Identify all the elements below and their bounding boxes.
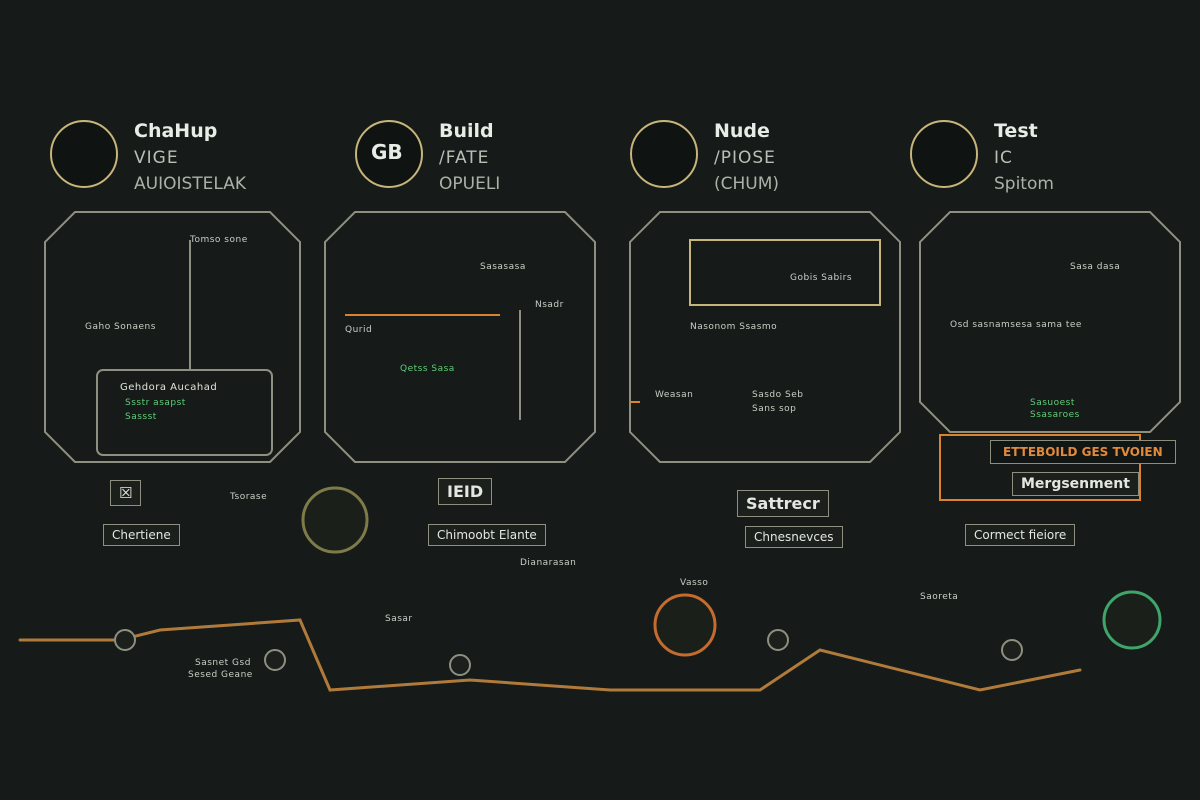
inner-line: Ssstr asapst	[125, 398, 186, 408]
panel-label: Gaho Sonaens	[85, 322, 156, 332]
badge: ETTEBOILD GES TVOIEN	[990, 440, 1176, 464]
column-header-nude: Nude /PIOSE (CHUM)	[630, 112, 890, 202]
column-caption: AUIOISTELAK	[134, 174, 247, 194]
inner-title: Gehdora Aucahad	[120, 382, 218, 393]
inner-line: Sasdo Seb	[752, 390, 804, 400]
chain-nodes	[114, 629, 1023, 676]
column-subtitle: /FATE	[439, 148, 490, 168]
column-header-chahup: ChaHup VIGE AUIOISTELAK	[50, 112, 310, 202]
target-icon	[910, 120, 978, 188]
column-title: Test	[994, 120, 1038, 142]
footer-label: Sasar	[385, 614, 413, 624]
panel-label: Osd sasnamsesa sama tee	[950, 320, 1082, 330]
panel-nude	[629, 211, 901, 463]
inner-line: Ssasaroes	[1030, 410, 1080, 420]
footer-label: Sasnet Gsd	[195, 658, 251, 668]
column-title: ChaHup	[134, 120, 218, 142]
emblem-left	[301, 486, 369, 554]
side-label: Dianarasan	[520, 558, 577, 568]
inner-title: Weasan	[655, 390, 694, 400]
column-caption: OPUELI	[439, 174, 501, 194]
panel-top-right-label: Sasa dasa	[1070, 262, 1121, 272]
inner-title: Qurid	[345, 325, 373, 335]
column-subtitle: IC	[994, 148, 1013, 168]
inner-line: Sassst	[125, 412, 157, 422]
column-header-build: GB Build /FATE OPUELI	[355, 112, 615, 202]
gb-badge-icon: GB	[355, 120, 423, 188]
column-caption: Spitom	[994, 174, 1054, 194]
side-label: Tsorase	[230, 492, 268, 502]
mascot-icon	[50, 120, 118, 188]
column-title: Nude	[714, 120, 770, 142]
node-label[interactable]: Chnesnevces	[745, 526, 843, 548]
connector-chain	[18, 618, 1082, 692]
column-header-test: Test IC Spitom	[910, 112, 1170, 202]
panel-top-right-label: Gobis Sabirs	[790, 273, 853, 283]
column-caption: (CHUM)	[714, 174, 780, 194]
footer-label: Saoreta	[920, 592, 959, 602]
panel-test	[919, 211, 1181, 501]
panel-top-right-label: Sasasasa	[480, 262, 526, 272]
inner-title: Sasuoest	[1030, 398, 1075, 408]
node-label[interactable]: Chimoobt Elante	[428, 524, 546, 546]
badge: Sattrecr	[737, 490, 829, 517]
avatar-text: GB	[371, 140, 403, 164]
panel-label: Nsadr	[535, 300, 564, 310]
panel-chahup	[44, 211, 301, 463]
badge: IEID	[438, 478, 493, 505]
figure-icon	[630, 120, 698, 188]
node-label[interactable]: Chertiene	[103, 524, 180, 546]
column-subtitle: /PIOSE	[714, 148, 776, 168]
column-subtitle: VIGE	[134, 148, 179, 168]
emblem-right	[1102, 590, 1162, 650]
emblem-mid	[653, 593, 717, 657]
column-title: Build	[439, 120, 494, 142]
panel-top-right-label: Tomso sone	[190, 235, 248, 245]
panel-label: Nasonom Ssasmo	[690, 322, 778, 332]
badge: ☒	[110, 480, 142, 506]
panel-build	[324, 211, 596, 463]
footer-label: Sesed Geane	[188, 670, 253, 680]
side-label: Vasso	[680, 578, 709, 588]
side-label: Mergsenment	[1012, 472, 1139, 496]
inner-line: Qetss Sasa	[400, 364, 455, 374]
inner-line: Sans sop	[752, 404, 797, 414]
node-label[interactable]: Cormect fieiore	[965, 524, 1076, 546]
